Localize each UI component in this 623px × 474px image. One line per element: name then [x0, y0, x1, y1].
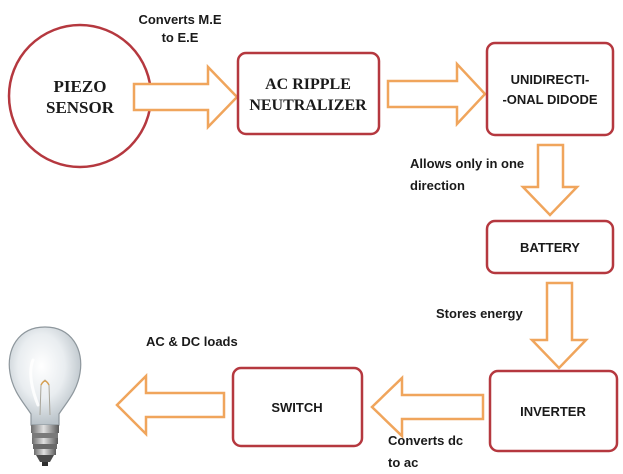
inverter-label: INVERTER	[520, 404, 586, 419]
arrow-diode-to-battery	[520, 143, 580, 217]
piezo-sensor-line2: SENSOR	[46, 98, 115, 117]
piezo-sensor-node: PIEZO SENSOR	[7, 23, 153, 169]
label-converts-me-line1: Converts M.E	[138, 12, 221, 27]
unidirectional-diode-node: UNIDIRECTI- -ONAL DIDODE	[485, 41, 615, 137]
diode-line2: -ONAL DIDODE	[502, 92, 597, 107]
ac-ripple-neutralizer-node: AC RIPPLE NEUTRALIZER	[236, 51, 381, 136]
inverter-node: INVERTER	[488, 369, 619, 453]
label-allows-line1: Allows only in one	[410, 156, 524, 171]
light-bulb-icon	[8, 326, 82, 466]
label-converts-me-line2: to E.E	[162, 30, 199, 45]
battery-node: BATTERY	[485, 219, 615, 275]
label-ac-dc-loads: AC & DC loads	[146, 334, 238, 349]
battery-label: BATTERY	[520, 240, 580, 255]
diode-line1: UNIDIRECTI-	[511, 72, 590, 87]
arrow-switch-to-bulb	[115, 372, 226, 438]
arrow-ripple-to-diode	[386, 60, 487, 128]
arrow-battery-to-inverter	[529, 281, 589, 370]
label-converts-dc-line2: to ac	[388, 455, 418, 470]
switch-label: SWITCH	[271, 400, 322, 415]
arrow-inverter-to-switch	[370, 375, 485, 439]
label-converts-dc-line1: Converts dc	[388, 433, 463, 448]
arrow-sensor-to-ripple	[132, 63, 239, 131]
switch-node: SWITCH	[231, 366, 364, 448]
ac-ripple-line2: NEUTRALIZER	[249, 97, 367, 114]
label-allows-line2: direction	[410, 178, 465, 193]
ac-ripple-line1: AC RIPPLE	[265, 76, 351, 93]
label-stores-energy: Stores energy	[436, 306, 523, 321]
piezo-sensor-line1: PIEZO	[54, 77, 107, 96]
